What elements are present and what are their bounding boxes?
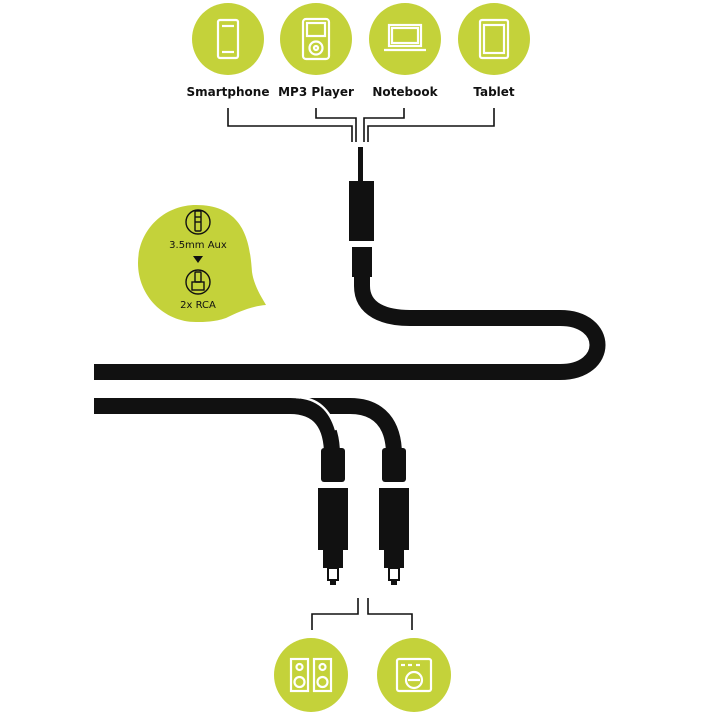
rca-cable-left [94,398,340,456]
stereo-receiver-icon [395,657,433,693]
stereo-receiver-icon-circle [377,638,451,712]
adapter-to-label: 2x RCA [180,300,216,311]
rca-plug-left [318,448,348,585]
notebook-label: Notebook [372,85,438,99]
source-device-notebook: Notebook [369,3,441,99]
aux-jack-icon [185,209,211,235]
target-device-speakers [274,638,348,712]
tablet-label: Tablet [473,85,515,99]
notebook-icon-circle [369,3,441,75]
source-bracket [227,108,495,142]
main-cable [94,272,606,380]
mp3-player-icon [301,17,331,61]
adapter-from-label: 3.5mm Aux [169,240,227,251]
aux-jack-tip [358,147,363,181]
rca-plug-icon [185,269,211,295]
speakers-icon [289,657,333,693]
speakers-icon-circle [274,638,348,712]
aux-jack-body [349,181,374,241]
smartphone-icon [216,18,240,60]
rca-cable-right [300,398,402,456]
aux-jack-plug [349,147,374,277]
aux-jack-collar [352,247,372,277]
adapter-badge-bubble [138,205,266,322]
notebook-icon [384,23,426,52]
smartphone-label: Smartphone [187,85,270,99]
down-triangle-icon [193,256,203,263]
source-device-mp3-player: MP3 Player [278,3,354,99]
source-device-tablet: Tablet [458,3,530,99]
smartphone-icon-circle [192,3,264,75]
tablet-icon-circle [458,3,530,75]
source-device-smartphone: Smartphone [187,3,270,99]
rca-plug-right [379,448,409,585]
mp3-player-icon-circle [280,3,352,75]
target-bracket [311,598,413,630]
mp3-player-label: MP3 Player [278,85,354,99]
tablet-icon [478,18,510,60]
target-device-stereo-receiver [377,638,451,712]
adapter-badge: 3.5mm Aux 2x RCA [138,205,266,322]
